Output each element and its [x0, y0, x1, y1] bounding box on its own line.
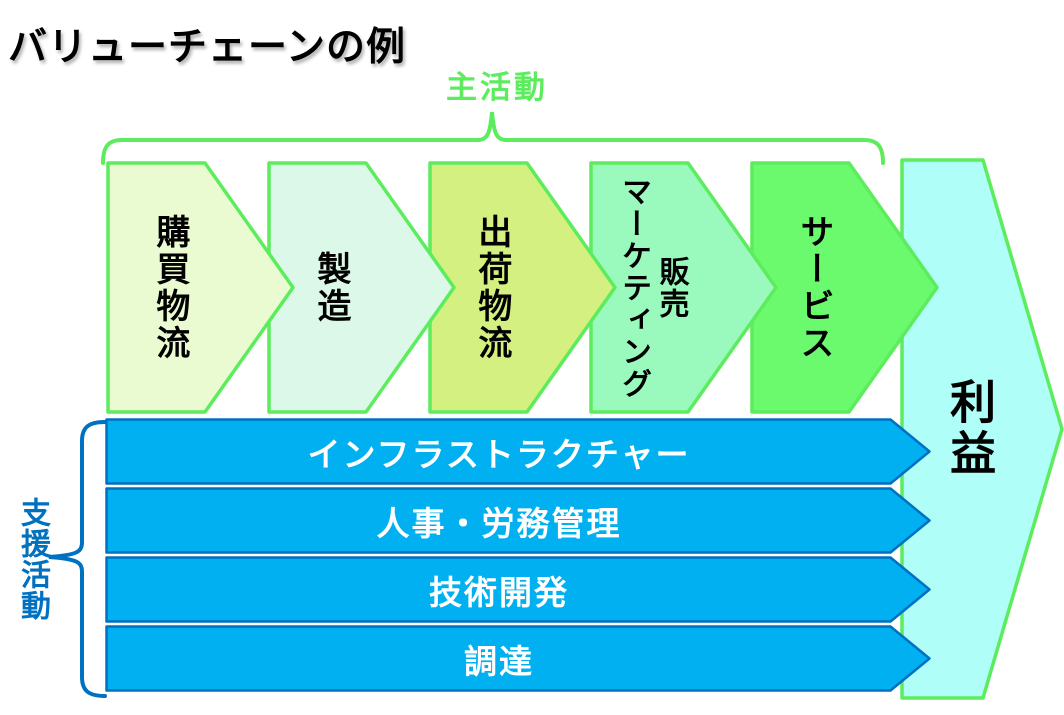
chevron-label-text-marketing: マーケティング	[617, 175, 650, 400]
support-bar-hr-labor: 人事・労務管理	[105, 487, 931, 554]
support-bar-shape	[105, 418, 931, 485]
chevron-label: マーケティング 販売	[591, 163, 713, 412]
chevron-service: サービス	[750, 161, 939, 414]
support-bar-technology: 技術開発	[105, 556, 931, 623]
chevron-shape	[106, 161, 295, 414]
chevron-shape	[267, 161, 456, 414]
chevron-outbound-logistics: 出荷物流	[428, 161, 617, 414]
profit-label-text: 利益	[944, 378, 997, 480]
support-bar-shape	[105, 625, 931, 692]
chevron-label: 製造	[269, 163, 391, 412]
support-bar-shape	[105, 487, 931, 554]
support-activities-brace	[48, 420, 107, 698]
support-bar-procurement: 調達	[105, 625, 931, 692]
support-bar-label: 人事・労務管理	[376, 504, 622, 542]
support-activities-label: 支援活動	[16, 496, 49, 621]
chevron-shape	[750, 161, 939, 414]
support-bar-label: 技術開発	[429, 573, 569, 611]
chevron-label-text: 製造	[311, 250, 350, 325]
primary-activities-label: 主活動	[446, 70, 548, 105]
support-bar-label: 調達	[464, 642, 534, 680]
support-bar-infrastructure: インフラストラクチャー	[105, 418, 931, 485]
profit-label: 利益	[906, 158, 1034, 700]
chevron-label-text: 出荷物流	[472, 213, 511, 362]
chevron-inbound-logistics: 購買物流	[106, 161, 295, 414]
primary-activities-brace	[101, 111, 885, 165]
chevron-manufacturing: 製造	[267, 161, 456, 414]
chevron-label: 出荷物流	[430, 163, 552, 412]
chevron-label: 購買物流	[108, 163, 230, 412]
chevron-shape	[428, 161, 617, 414]
support-bar-label: インフラストラクチャー	[307, 435, 691, 473]
chevron-label-text: サービス	[794, 213, 833, 362]
chevron-label: サービス	[752, 163, 874, 412]
chevron-label-text: 購買物流	[150, 213, 189, 362]
profit-arrow: 利益	[900, 158, 1064, 700]
chevron-marketing-sales: マーケティング 販売	[589, 161, 778, 414]
support-bar-shape	[105, 556, 931, 623]
chevron-label-text-sales: 販売	[654, 255, 688, 320]
chevron-shape	[589, 161, 778, 414]
page-title: バリューチェーンの例	[8, 26, 407, 69]
